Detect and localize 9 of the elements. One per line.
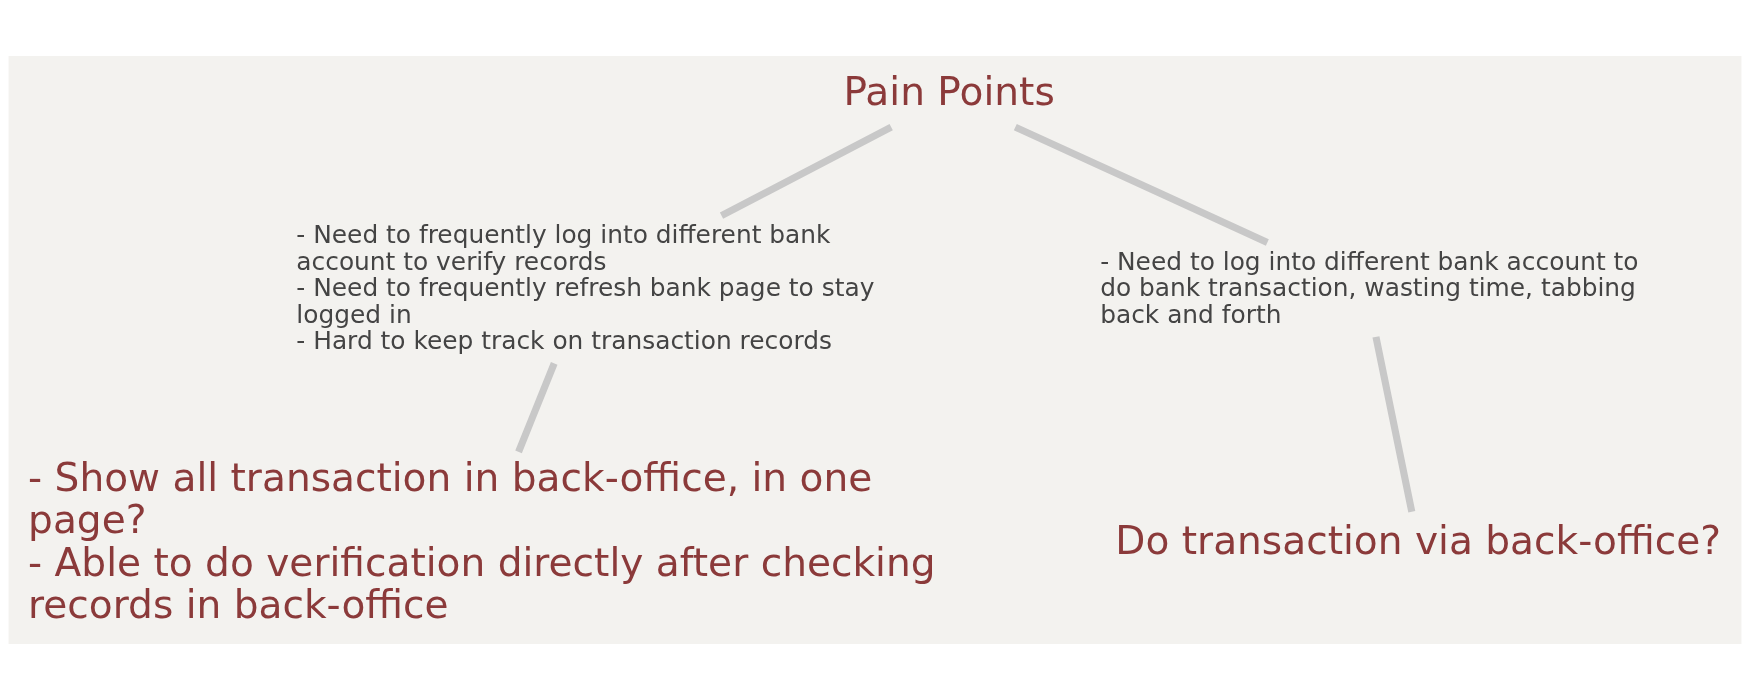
node-text: - Need to frequently log into different bank account to verify records - Need to frequently refresh bank page to stay logged in - Hard to keep track on transaction records xyxy=(296,219,875,356)
node-text: - Need to log into different bank account to do bank transaction, wasting time, tabbing back and forth xyxy=(1100,246,1639,329)
connector xyxy=(719,123,893,219)
connector xyxy=(1013,123,1269,246)
node-text: Pain Points xyxy=(843,69,1055,115)
node-text: - Show all transaction in back-office, in one page? - Able to do verification directly after checking records in back-office xyxy=(28,454,936,628)
connector xyxy=(1372,336,1416,513)
connector xyxy=(515,362,558,454)
node-text: Do transaction via back-office? xyxy=(1115,518,1721,564)
